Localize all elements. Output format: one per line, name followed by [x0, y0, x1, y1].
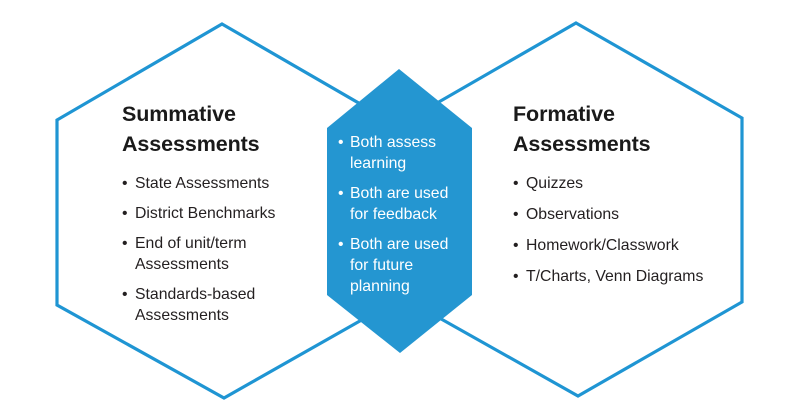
formative-list: Quizzes Observations Homework/Classwork …: [513, 173, 748, 287]
list-item: Both are used for feedback: [338, 183, 463, 225]
list-item: Quizzes: [513, 173, 748, 194]
list-item: Observations: [513, 204, 748, 225]
list-item: T/Charts, Venn Diagrams: [513, 266, 748, 287]
list-item: Standards-based Assessments: [122, 284, 322, 326]
list-item: End of unit/term Assessments: [122, 233, 322, 275]
list-item: District Benchmarks: [122, 203, 322, 224]
formative-panel: Formative Assessments Quizzes Observatio…: [513, 99, 748, 297]
list-item: Homework/Classwork: [513, 235, 748, 256]
formative-title: Formative Assessments: [513, 102, 651, 156]
overlap-panel: Both assess learning Both are used for f…: [338, 132, 463, 306]
list-item: Both are used for future planning: [338, 234, 463, 297]
summative-list: State Assessments District Benchmarks En…: [122, 173, 322, 326]
list-item: State Assessments: [122, 173, 322, 194]
summative-panel: Summative Assessments State Assessments …: [122, 99, 322, 335]
summative-title: Summative Assessments: [122, 102, 260, 156]
list-item: Both assess learning: [338, 132, 463, 174]
overlap-list: Both assess learning Both are used for f…: [338, 132, 463, 297]
